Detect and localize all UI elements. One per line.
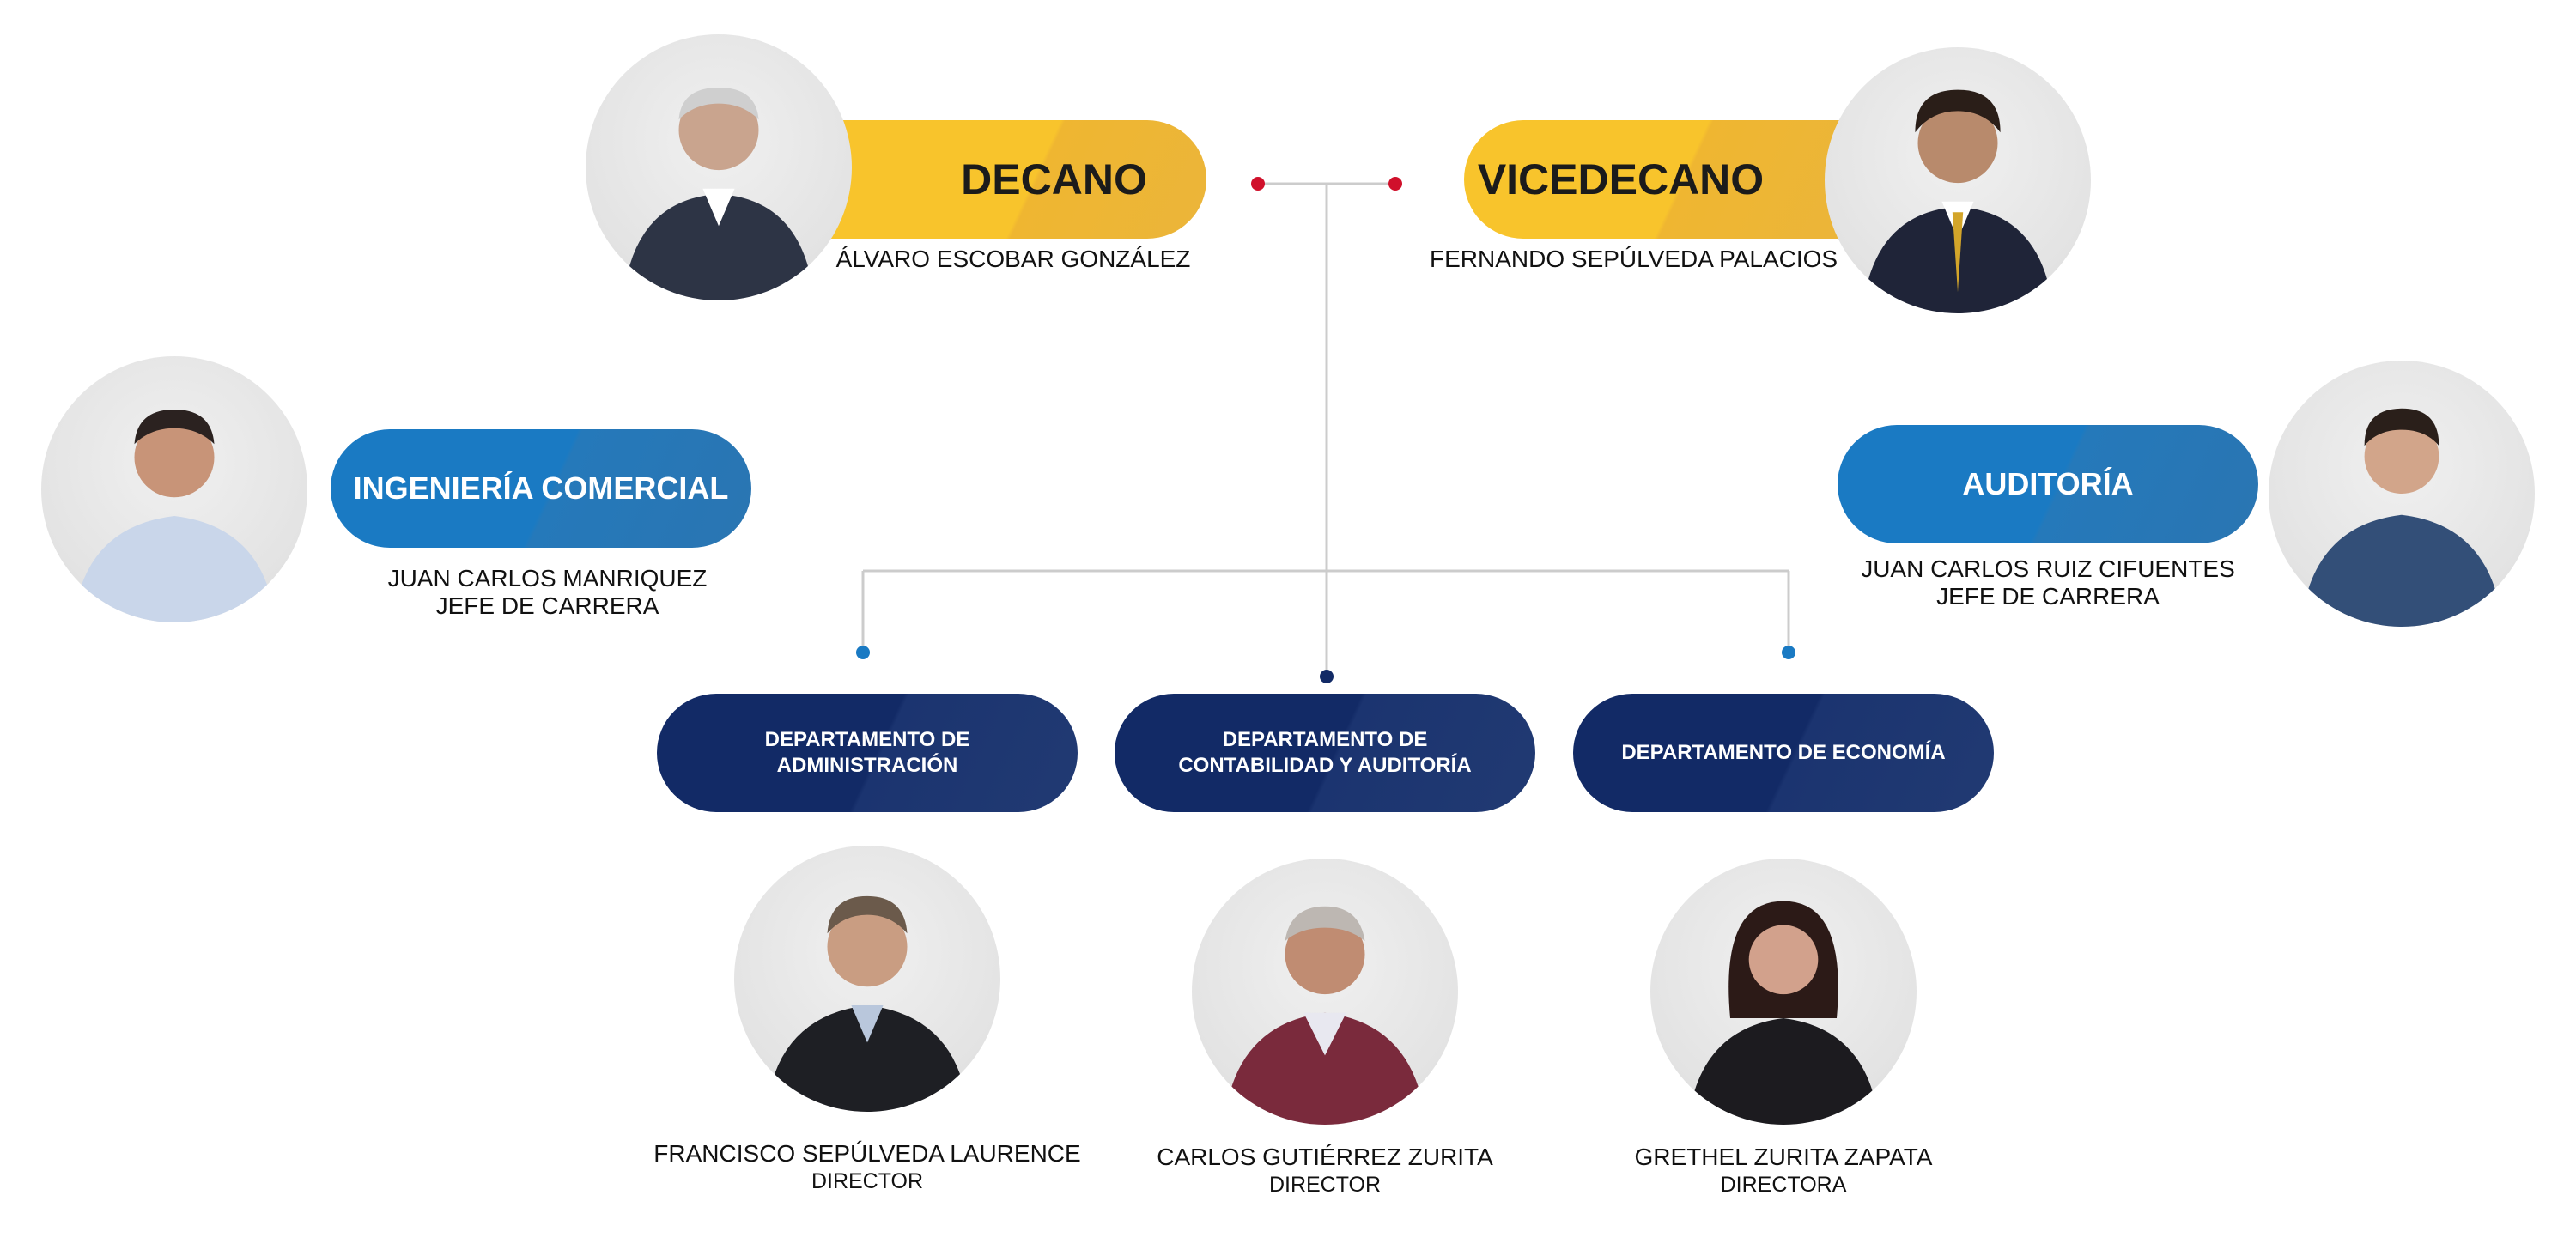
vicedean-name: FERNANDO SEPÚLVEDA PALACIOS <box>1430 246 1838 272</box>
department-head-photo-economia <box>1650 859 1917 1125</box>
connector-dot <box>856 646 870 659</box>
connector-dot <box>1320 670 1334 683</box>
department-title-line2: CONTABILIDAD Y AUDITORÍA <box>1178 754 1472 777</box>
person-name: JUAN CARLOS RUIZ CIFUENTES <box>1861 555 2235 582</box>
connector-dot <box>1782 646 1795 659</box>
department-title-line1: DEPARTAMENTO DE <box>1222 728 1428 751</box>
person-name: CARLOS GUTIÉRREZ ZURITA <box>1157 1144 1493 1170</box>
vicedean-title-pill: VICEDECANO <box>1464 120 1855 239</box>
dean-title: DECANO <box>961 155 1147 203</box>
department-head-photo-administracion <box>734 846 1000 1112</box>
person-role: JEFE DE CARRERA <box>1936 583 2160 610</box>
person-role: DIRECTOR <box>811 1169 924 1193</box>
vicedean-photo <box>1825 47 2091 313</box>
program-head-auditoria: JUAN CARLOS RUIZ CIFUENTES JEFE DE CARRE… <box>1838 555 2258 610</box>
program-title: AUDITORÍA <box>1962 466 2134 501</box>
dean-name: ÁLVARO ESCOBAR GONZÁLEZ <box>835 246 1191 272</box>
department-title-line1: DEPARTAMENTO DE ECONOMÍA <box>1621 741 1946 764</box>
department-head-administracion: FRANCISCO SEPÚLVEDA LAURENCE DIRECTOR <box>627 1140 1108 1195</box>
connector-dot <box>1388 177 1402 191</box>
dean-photo <box>586 34 852 300</box>
person-role: DIRECTOR <box>1268 1173 1382 1197</box>
department-head-contabilidad: CARLOS GUTIÉRREZ ZURITA DIRECTOR <box>1084 1144 1565 1198</box>
person-name: GRETHEL ZURITA ZAPATA <box>1634 1144 1933 1170</box>
program-pill-ingenieria: INGENIERÍA COMERCIAL <box>331 429 751 548</box>
department-head-photo-contabilidad <box>1192 859 1458 1125</box>
person-name: JUAN CARLOS MANRIQUEZ <box>387 565 708 592</box>
person-role: JEFE DE CARRERA <box>435 592 659 619</box>
dean-title-pill: DECANO <box>816 120 1206 239</box>
department-title-line1: DEPARTAMENTO DE <box>764 728 970 751</box>
vicedean-title: VICEDECANO <box>1477 155 1765 203</box>
program-title: INGENIERÍA COMERCIAL <box>353 470 729 506</box>
person-role: DIRECTORA <box>1720 1173 1847 1197</box>
person-name: FRANCISCO SEPÚLVEDA LAURENCE <box>653 1140 1081 1167</box>
department-pill-economia: DEPARTAMENTO DE ECONOMÍA <box>1573 694 1994 812</box>
department-pill-administracion: DEPARTAMENTO DE ADMINISTRACIÓN <box>657 694 1078 812</box>
department-head-economia: GRETHEL ZURITA ZAPATA DIRECTORA <box>1543 1144 2024 1198</box>
program-head-ingenieria: JUAN CARLOS MANRIQUEZ JEFE DE CARRERA <box>343 565 751 620</box>
program-pill-auditoria: AUDITORÍA <box>1838 425 2258 543</box>
department-title-line2: ADMINISTRACIÓN <box>776 754 958 777</box>
program-head-photo-auditoria <box>2269 361 2535 627</box>
program-head-photo-ingenieria <box>41 356 307 622</box>
department-pill-contabilidad: DEPARTAMENTO DE CONTABILIDAD Y AUDITORÍA <box>1115 694 1535 812</box>
connector-dot <box>1251 177 1265 191</box>
